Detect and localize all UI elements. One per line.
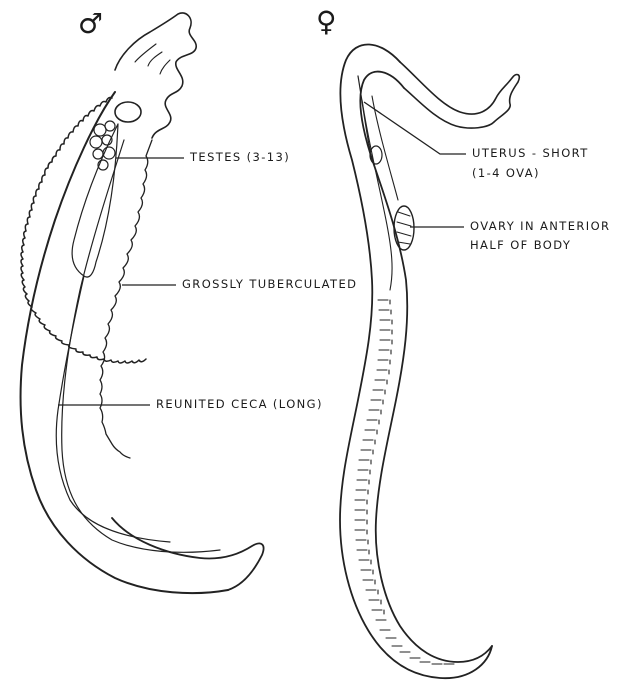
male-ceca xyxy=(56,124,170,542)
label-uterus-1: UTERUS - SHORT xyxy=(472,148,589,160)
female-body-left xyxy=(340,44,492,678)
label-testes: TESTES (3-13) xyxy=(190,152,290,164)
female-symbol: ♀ xyxy=(316,8,337,36)
ovary-detail xyxy=(397,212,411,244)
male-tail xyxy=(112,518,264,590)
male-symbol: ♂ xyxy=(78,10,103,38)
female-worm xyxy=(340,44,519,678)
leader-lines xyxy=(58,102,466,405)
gynecophoral-fold xyxy=(100,140,152,458)
label-ovary-1: OVARY IN ANTERIOR xyxy=(470,221,610,233)
label-ovary-2: HALF OF BODY xyxy=(470,240,571,252)
male-dorsal-margin xyxy=(21,92,228,593)
male-head xyxy=(115,13,196,138)
male-tubercles xyxy=(21,98,146,364)
male-worm xyxy=(21,13,264,593)
label-ceca: REUNITED CECA (LONG) xyxy=(156,399,323,411)
ventral-sucker xyxy=(115,102,141,122)
male-head-inner xyxy=(135,44,170,74)
female-head xyxy=(400,62,519,128)
label-uterus-2: (1-4 OVA) xyxy=(472,168,540,180)
female-gut xyxy=(362,96,398,290)
testes-cluster xyxy=(90,121,115,170)
label-tuberculated: GROSSLY TUBERCULATED xyxy=(182,279,357,291)
female-body-right xyxy=(360,72,492,662)
